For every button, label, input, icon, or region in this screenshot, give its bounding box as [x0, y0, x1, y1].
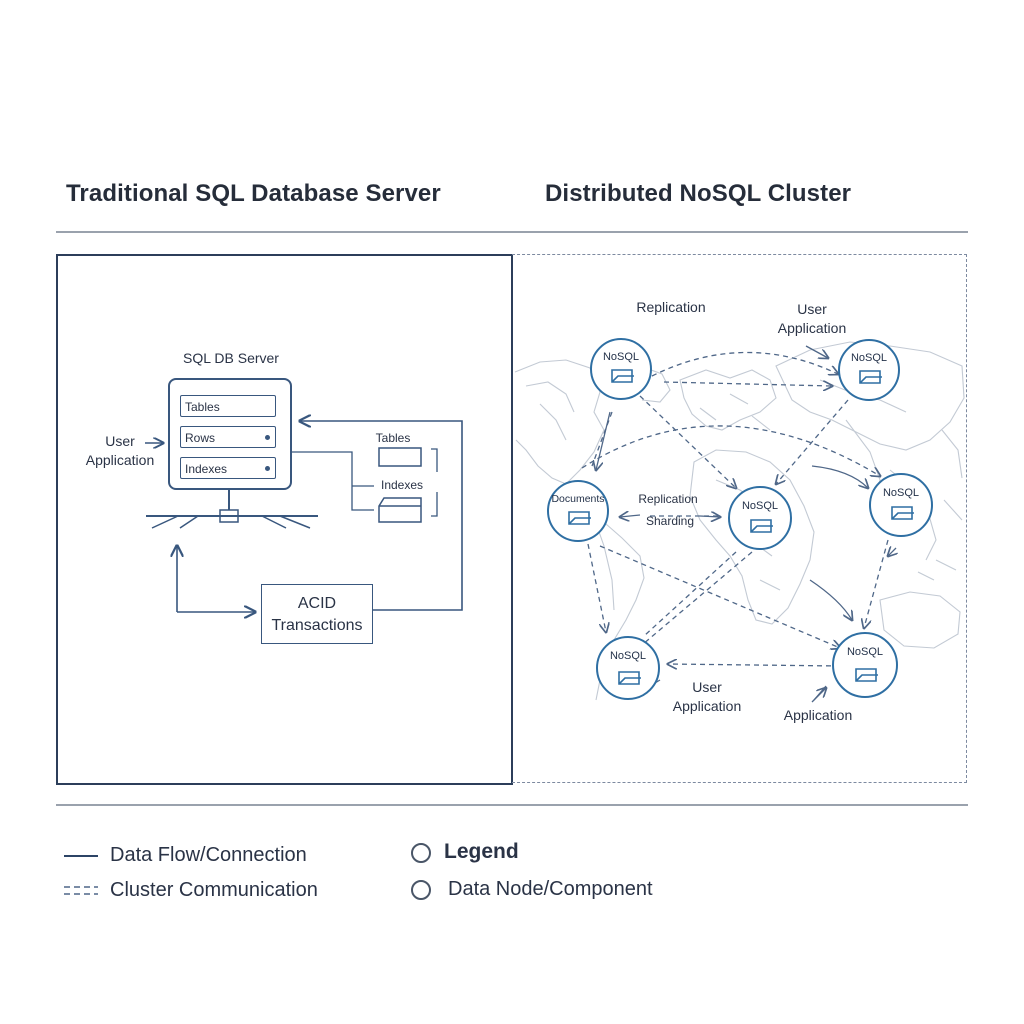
- sql-server: Tables Rows Indexes: [168, 378, 292, 490]
- data-node-legend-label: Data Node/Component: [448, 878, 653, 900]
- nosql-panel: [512, 254, 967, 783]
- acid-label: ACID: [297, 595, 337, 612]
- user-app-top-line1: User: [797, 301, 827, 317]
- node-database-icon: [618, 671, 641, 685]
- side-tables-label: Tables: [375, 431, 411, 445]
- node-database-icon: [855, 668, 878, 682]
- sql-server-label: SQL DB Server: [183, 350, 279, 366]
- node-database-icon: [859, 370, 882, 384]
- nosql-node-sw: NoSQL: [596, 636, 660, 700]
- replication-top-label: Replication: [636, 299, 706, 315]
- transactions-label: Transactions: [271, 617, 363, 634]
- nosql-node-center: NoSQL: [728, 486, 792, 550]
- node-label: NoSQL: [850, 352, 888, 364]
- node-label: NoSQL: [609, 650, 647, 662]
- data-node-circle-icon: [411, 880, 431, 900]
- nosql-node-se: NoSQL: [832, 632, 898, 698]
- data-flow-legend-line: [64, 855, 98, 857]
- bottom-divider: [56, 804, 968, 806]
- user-app-label-line1: User: [105, 433, 135, 449]
- slot-indexes: Indexes: [180, 457, 276, 479]
- node-database-icon: [568, 511, 591, 525]
- node-label: NoSQL: [846, 646, 884, 658]
- side-indexes-label: Indexes: [380, 478, 424, 492]
- replication-mid-label: Replication: [638, 492, 698, 506]
- acid-to-server-loop: [300, 421, 463, 611]
- slot-rows-label: Rows: [185, 431, 216, 445]
- user-app-top-line2: Application: [777, 320, 847, 336]
- slot-indexes-label: Indexes: [185, 462, 228, 476]
- legend-title-circle-icon: [411, 843, 431, 863]
- user-app-bottom-line2: Application: [672, 698, 742, 714]
- documents-node: Documents: [547, 480, 609, 542]
- node-label: NoSQL: [741, 500, 779, 512]
- slot-tables: Tables: [180, 395, 276, 417]
- side-tables-box: [378, 447, 422, 467]
- slot-tables-label: Tables: [185, 400, 220, 414]
- cluster-comm-legend-label: Cluster Communication: [110, 879, 318, 901]
- nosql-section-title: Distributed NoSQL Cluster: [545, 180, 852, 207]
- user-app-bottom-line1: User: [692, 679, 722, 695]
- data-flow-legend-label: Data Flow/Connection: [110, 844, 307, 866]
- indicator-dot: [265, 435, 270, 440]
- sql-section-title: Traditional SQL Database Server: [66, 180, 441, 207]
- nosql-node-nw: NoSQL: [590, 338, 652, 400]
- acid-transactions-box: ACID Transactions: [261, 584, 373, 644]
- legend-title: Legend: [444, 840, 519, 863]
- indicator-dot: [265, 466, 270, 471]
- node-database-icon: [611, 369, 634, 383]
- slot-rows: Rows: [180, 426, 276, 448]
- node-database-icon: [750, 519, 773, 533]
- nosql-node-east: NoSQL: [869, 473, 933, 537]
- top-divider: [56, 231, 968, 233]
- node-label: NoSQL: [882, 487, 920, 499]
- node-database-icon: [891, 506, 914, 520]
- user-app-label-line2: Application: [85, 452, 155, 468]
- node-label: NoSQL: [602, 351, 640, 363]
- sharding-label: Sharding: [645, 514, 695, 528]
- nosql-node-ne: NoSQL: [838, 339, 900, 401]
- sql-panel: [56, 254, 513, 785]
- application-bottom-label: Application: [783, 707, 853, 723]
- cluster-comm-legend-line: [64, 886, 98, 895]
- side-indexes-box: [378, 497, 422, 523]
- node-label: Documents: [551, 493, 605, 505]
